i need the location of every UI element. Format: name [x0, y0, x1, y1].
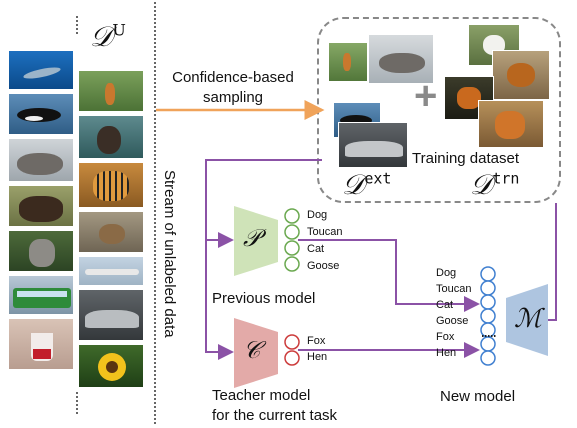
new-model-shape	[506, 284, 548, 356]
trn-symbol: 𝒟trn	[470, 168, 520, 201]
new-model-label: New model	[440, 388, 516, 405]
previous-model-nodes	[284, 208, 300, 272]
previous-class-toucan: Toucan	[307, 226, 343, 238]
teacher-class-fox: Fox	[307, 335, 326, 347]
stream-image-shark	[8, 50, 74, 90]
teacher-class-hen: Hen	[307, 351, 328, 363]
teacher-model-shape	[234, 318, 278, 388]
previous-class-cat: Cat	[307, 243, 325, 255]
previous-class-goose: Goose	[307, 260, 340, 272]
new-class-hen: Hen	[436, 347, 457, 359]
arrow-previous-to-new	[298, 239, 480, 312]
ext-image-cat	[368, 34, 434, 84]
previous-class-dog: Dog	[307, 209, 328, 221]
new-class-fox: Fox	[436, 331, 455, 343]
stream-image-airplane	[78, 256, 144, 286]
stream-image-orca	[8, 93, 74, 135]
stream-divider	[154, 2, 156, 426]
stream-symbol: 𝒟U	[90, 20, 126, 53]
new-model-nodes	[480, 266, 496, 366]
training-dataset-label: Training dataset	[412, 150, 520, 167]
new-model-symbol: ℳ	[514, 304, 542, 334]
previous-model-label: Previous model	[212, 290, 316, 307]
stream-image-bus	[8, 275, 74, 315]
ext-symbol: 𝒟ext	[342, 168, 392, 201]
stream-image-bear	[8, 185, 74, 227]
previous-model-shape	[234, 206, 278, 276]
new-class-dog: Dog	[436, 267, 457, 279]
previous-model-symbol: 𝒫	[243, 224, 261, 252]
ext-image-bird	[328, 42, 368, 82]
stream-image-cat	[8, 138, 74, 182]
ext-image-car	[338, 122, 408, 168]
stream-image-sealion	[78, 115, 144, 159]
new-class-goose: Goose	[436, 315, 469, 327]
stream-image-dessert	[8, 318, 74, 370]
stream-image-bird	[78, 70, 144, 112]
sampling-label: Confidence-based sampling	[172, 69, 294, 106]
new-class-cat: Cat	[436, 299, 454, 311]
stream-top-ellipsis	[76, 16, 78, 34]
stream-image-raccoon	[8, 230, 74, 272]
stream-image-tiger	[78, 162, 144, 208]
trn-image-fox-2	[478, 100, 544, 148]
stream-image-car	[78, 289, 144, 341]
trn-image-hen-brown	[492, 50, 550, 100]
stream-bottom-ellipsis	[76, 392, 78, 414]
stream-image-sunflower	[78, 344, 144, 388]
teacher-model-nodes	[284, 334, 300, 366]
teacher-model-label: Teacher model for the current task	[212, 387, 338, 424]
plus-sign: +	[414, 74, 438, 118]
stream-image-pika	[78, 211, 144, 253]
new-class-toucan: Toucan	[436, 283, 472, 295]
teacher-model-symbol: 𝒞	[243, 336, 261, 364]
